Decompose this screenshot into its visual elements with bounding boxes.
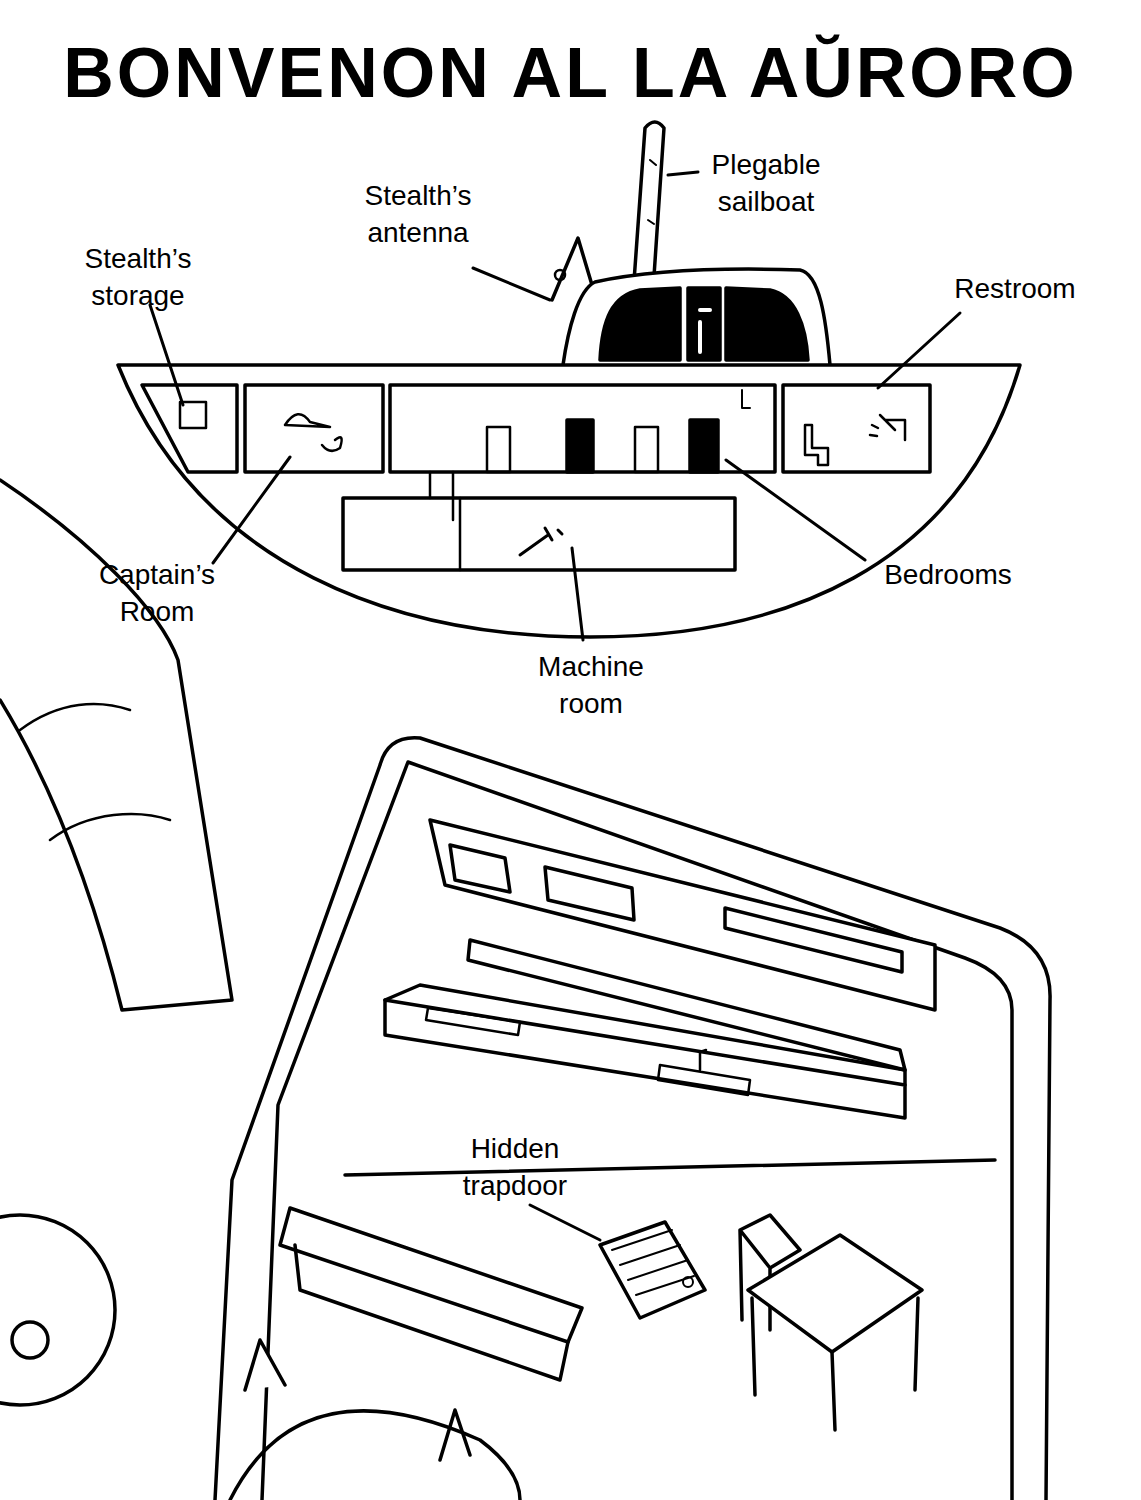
part-label: Restroom (930, 270, 1100, 307)
part-label: Stealth’s antenna (343, 177, 493, 251)
cabin-window (726, 288, 808, 360)
trapdoor-handle (683, 1277, 693, 1287)
page-title: BONVENON AL LA AŬRORO (0, 28, 1141, 118)
leader-line (572, 548, 583, 640)
bench (280, 1208, 582, 1342)
bedroom-door (635, 427, 658, 472)
wrench (520, 528, 562, 555)
boat-inner (262, 762, 1012, 1500)
leader-line (150, 305, 183, 405)
part-label: Hidden trapdoor (440, 1130, 590, 1204)
part-label: Plegable sailboat (696, 146, 836, 220)
antenna-knob (555, 270, 565, 280)
floor-line (345, 1160, 995, 1175)
hull (118, 365, 1020, 637)
part-label: Captain’s Room (82, 556, 232, 630)
wheel (0, 1215, 115, 1405)
bedroom-door (487, 427, 510, 472)
machine-room (343, 498, 735, 570)
cabin-window (600, 288, 680, 360)
leader-line (473, 268, 550, 300)
counter-top (385, 985, 905, 1085)
trapdoor (600, 1222, 705, 1318)
machine-room-divider (430, 472, 460, 570)
ladder (742, 390, 750, 408)
cabin-door-mark (700, 310, 710, 352)
cabin (563, 269, 830, 365)
restroom (783, 385, 930, 472)
table-legs (752, 1298, 918, 1430)
ears (245, 1340, 470, 1460)
figure-head (230, 1411, 520, 1500)
part-label: Bedrooms (863, 556, 1033, 593)
leader-line (213, 457, 290, 563)
window (450, 845, 510, 892)
bedroom-corridor (390, 385, 775, 472)
leader-line (668, 172, 698, 175)
wheel-hub (12, 1322, 48, 1358)
mast-band (0, 480, 232, 1010)
toilet (805, 425, 828, 465)
part-label: Machine room (521, 648, 661, 722)
wall-shelf (430, 820, 935, 1010)
cabin-interior (0, 480, 1050, 1500)
storage-room (142, 385, 237, 472)
shower (870, 415, 905, 440)
window (545, 867, 634, 920)
table (748, 1235, 922, 1352)
sink (658, 1050, 750, 1095)
leader-line (878, 313, 960, 388)
captains-hat (285, 414, 342, 451)
counter (385, 1000, 905, 1118)
bench-front (295, 1245, 568, 1380)
trapdoor-hatch (612, 1230, 694, 1295)
boat-outer (215, 738, 1050, 1500)
window (725, 908, 902, 972)
leader-line (726, 460, 865, 560)
bedroom-door (567, 420, 593, 472)
bedroom-door (690, 420, 718, 472)
leader-line (530, 1205, 600, 1240)
leader-lines (150, 172, 960, 1240)
cabin-door (688, 288, 720, 360)
mast-stripe (20, 704, 170, 840)
captains-room (245, 385, 383, 472)
sink (426, 1008, 520, 1035)
part-label: Stealth’s storage (63, 240, 213, 314)
